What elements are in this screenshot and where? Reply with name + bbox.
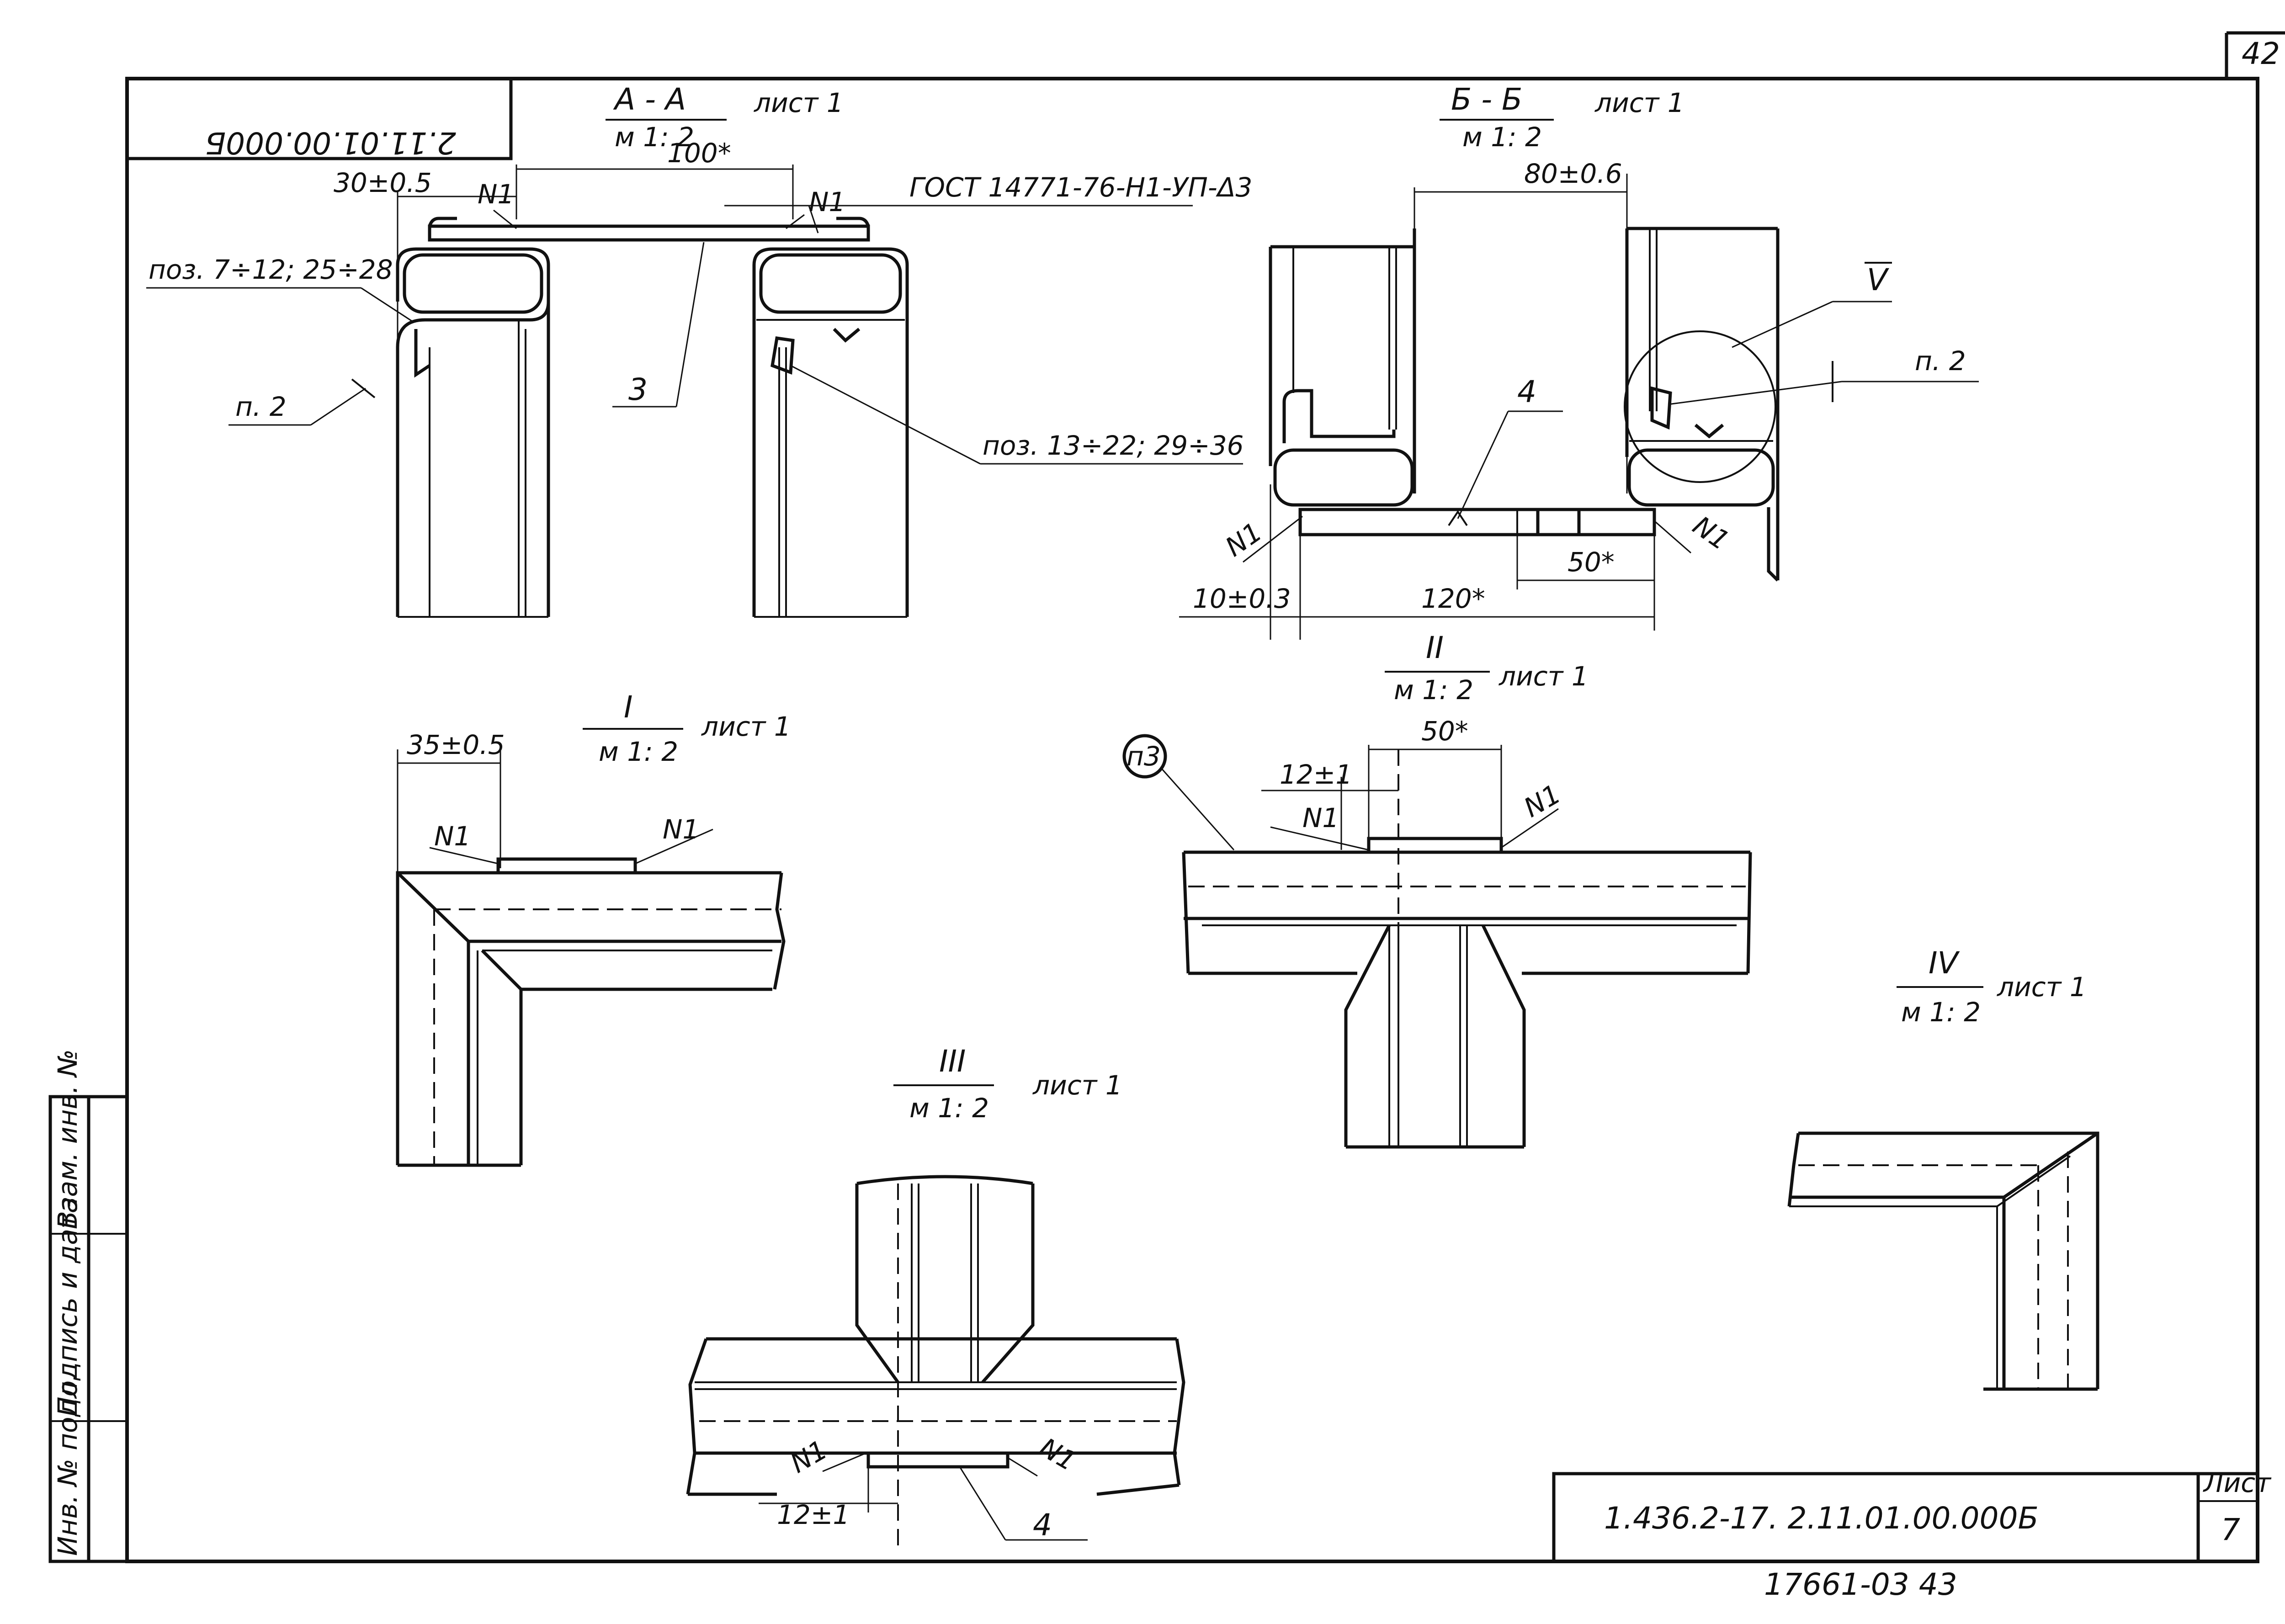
view-bb-dim-edge: 10±0.3 [1193,583,1291,614]
view-detail-iii: III м 1: 2 лист 1 N1 N1 12±1 4 [686,1044,1185,1554]
view-detail-i: I м 1: 2 лист 1 35±0.5 N1 N1 [396,690,791,1167]
view-iii-scale: м 1: 2 [909,1093,989,1124]
view-i-weld-right: N1 [663,814,699,845]
view-i-dim: 35±0.5 [407,729,505,760]
view-ii-sheet-ref: лист 1 [1499,661,1589,692]
view-iv-title: IV [1929,945,1960,981]
view-aa-item-3: 3 [628,372,648,407]
view-aa-gost-label: ГОСТ 14771-76-Н1-УП-Δ3 [909,172,1252,203]
view-aa-weld-left: N1 [478,179,514,210]
view-ii-weld-right: N1 [1519,778,1566,823]
archive-number: 17661-03 43 [1764,1567,1957,1602]
view-aa-pos-left: поз. 7÷12; 25÷28 [149,254,393,285]
view-i-scale: м 1: 2 [599,736,678,767]
view-section-aa: А - А м 1: 2 лист 1 100* 30±0.5 [146,82,1252,618]
title-block-code: 1.436.2-17. 2.11.01.00.000Б [1604,1501,2039,1536]
view-iv-scale: м 1: 2 [1901,997,1981,1028]
view-bb-title: Б - Б [1451,82,1522,117]
view-i-weld-left: N1 [434,821,471,852]
view-iv-sheet-ref: лист 1 [1997,971,2087,1003]
view-bb-dim-total: 120* [1421,583,1485,614]
view-bb-weld-left: N1 [1220,516,1268,563]
view-bb-dim-plate: 50* [1568,547,1615,578]
view-aa-pos-right: поз. 13÷22; 29÷36 [983,430,1244,461]
view-section-bb: Б - Б м 1: 2 лист 1 80±0.6 [1179,82,1979,640]
side-column-inv-no: Инв. № подл. [52,1373,83,1556]
side-column-replace-inv: Взам. инв. № [52,1049,83,1229]
view-iii-dim-offset: 12±1 [777,1499,850,1530]
view-aa-scale: м 1: 2 [615,122,694,153]
view-ii-dim-offset: 12±1 [1280,759,1352,790]
view-iii-weld-left: N1 [785,1434,833,1479]
side-column-signature-date: Подпись и дата [52,1197,83,1417]
view-iii-item-4: 4 [1033,1507,1052,1543]
view-aa-dim-edge: 30±0.5 [334,167,432,198]
view-ii-title: II [1426,630,1444,665]
view-ii-scale: м 1: 2 [1394,674,1473,706]
view-ii-dim-plate: 50* [1421,716,1468,747]
view-iii-weld-right: N1 [1034,1432,1082,1477]
view-detail-ii: II м 1: 2 лист 1 п3 50* 12±1 N1 N1 [1122,630,1752,1149]
view-bb-callout-v: V [1867,262,1889,297]
sheet-number: 7 [2221,1512,2240,1547]
view-bb-scale: м 1: 2 [1462,122,1542,153]
title-block: 1.436.2-17. 2.11.01.00.000Б Лист 7 [1552,1467,2272,1563]
view-aa-title: А - А [613,82,686,117]
sheet-corner-number: 42 [2242,36,2280,71]
view-bb-sheet-ref: лист 1 [1594,87,1685,118]
view-i-sheet-ref: лист 1 [701,711,791,742]
view-bb-note: п. 2 [1915,345,1966,377]
mirrored-drawing-code: 2.11.01.00.000Б [205,125,456,160]
view-aa-note: п. 2 [235,391,287,422]
view-bb-dim-gap: 80±0.6 [1524,158,1622,189]
view-ii-weld-left: N1 [1302,802,1339,833]
view-iii-title: III [939,1044,966,1079]
sheet-label: Лист [2203,1467,2272,1498]
drawing-frame: 42 2.11.01.00.000Б Инв. № подл. Подпись … [48,31,2285,1602]
view-aa-weld-right: N1 [809,186,845,218]
view-bb-weld-right: N1 [1687,510,1735,557]
side-stamp-columns: Инв. № подл. Подпись и дата Взам. инв. № [48,1049,129,1563]
view-bb-item-4: 4 [1517,374,1536,409]
view-aa-sheet-ref: лист 1 [754,87,844,118]
view-ii-ref: п3 [1127,741,1161,772]
view-iii-sheet-ref: лист 1 [1032,1070,1122,1101]
view-i-title: I [624,690,632,725]
view-aa-dim-gap: 100* [667,138,731,169]
view-detail-iv: IV м 1: 2 лист 1 [1787,945,2099,1391]
